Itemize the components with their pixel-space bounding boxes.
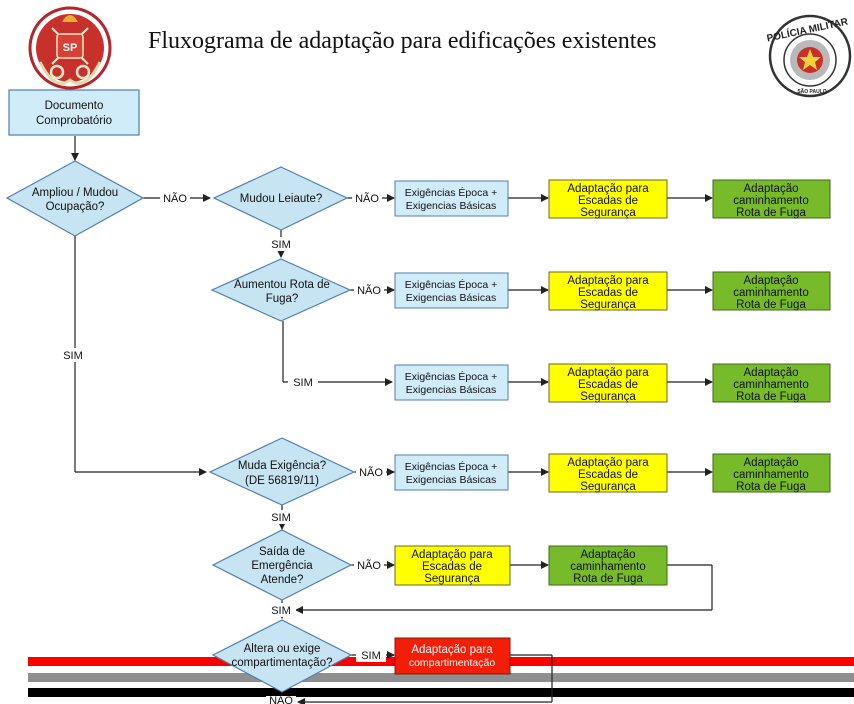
- box-compartimentacao: Adaptação para compartimentação: [394, 637, 511, 675]
- box-exigencias-4: Exigências Época + Exigencias Básicas: [394, 454, 509, 491]
- box-exigencias-3: Exigências Época + Exigencias Básicas: [394, 364, 509, 401]
- box-escadas-1: Adaptação para Escadas de Segurança: [548, 179, 668, 219]
- decision-text: Atende?: [261, 574, 304, 586]
- connector-labels: NÃO SIM NÃO SIM NÃO SIM NÃO SIM NÃO SIM …: [57, 191, 386, 704]
- box-text: Segurança: [580, 391, 636, 403]
- box-text: Escadas de: [578, 379, 638, 391]
- box-text: compartimentação: [409, 657, 496, 669]
- label-nao: NÃO: [269, 694, 293, 704]
- label-nao: NÃO: [355, 192, 379, 205]
- fire-brigade-logo: SP: [28, 6, 112, 90]
- box-text: Rota de Fuga: [736, 481, 806, 493]
- decision-text: compartimentação?: [232, 657, 333, 669]
- label-nao: NÃO: [357, 284, 381, 297]
- decision-text: Fuga?: [266, 293, 299, 305]
- box-text: Rota de Fuga: [573, 573, 643, 585]
- box-text: Rota de Fuga: [736, 391, 806, 403]
- label-sim: SIM: [293, 377, 313, 389]
- label-sim: SIM: [361, 650, 381, 662]
- box-text: Comprobatório: [36, 115, 112, 127]
- box-text: Adaptação para: [411, 549, 493, 561]
- box-text: Adaptação: [744, 183, 799, 195]
- box-rota-4: Adaptação caminhamento Rota de Fuga: [712, 453, 831, 493]
- box-rota-3: Adaptação caminhamento Rota de Fuga: [712, 363, 831, 403]
- box-text: Escadas de: [578, 469, 638, 481]
- label-nao: NÃO: [357, 559, 381, 572]
- box-escadas-5: Adaptação para Escadas de Segurança: [394, 545, 511, 586]
- label-nao: NÃO: [359, 466, 383, 479]
- decision-saida-emergencia: Saída de Emergência Atende?: [211, 529, 353, 601]
- box-text: Adaptação: [744, 275, 799, 287]
- decision-text: Muda Exigência?: [238, 460, 326, 472]
- box-text: Exigencias Básicas: [406, 200, 496, 212]
- decision-ampliou: Ampliou / Mudou Ocupação?: [5, 160, 145, 237]
- decision-text: Aumentou Rota de: [234, 279, 330, 291]
- decision-muda-exigencia: Muda Exigência? (DE 56819/11): [208, 437, 356, 506]
- box-text: caminhamento: [733, 287, 808, 299]
- box-text: Segurança: [580, 299, 636, 311]
- box-rota-2: Adaptação caminhamento Rota de Fuga: [712, 271, 831, 311]
- box-text: Adaptação: [744, 367, 799, 379]
- decision-text: Ocupação?: [46, 201, 105, 213]
- box-text: Escadas de: [578, 287, 638, 299]
- decision-text: Saída de: [259, 546, 305, 558]
- box-text: caminhamento: [570, 561, 645, 573]
- label-sim: SIM: [271, 512, 291, 524]
- box-text: Adaptação para: [567, 183, 649, 195]
- box-escadas-4: Adaptação para Escadas de Segurança: [548, 453, 668, 493]
- decision-text: Emergência: [251, 560, 313, 572]
- box-text: caminhamento: [733, 469, 808, 481]
- decision-text: (DE 56819/11): [245, 475, 319, 487]
- decision-text: Altera ou exige: [244, 643, 321, 655]
- military-police-logo: POLÍCIA MILITAR SÃO PAULO: [765, 14, 852, 98]
- box-text: Adaptação: [744, 457, 799, 469]
- box-exigencias-2: Exigências Época + Exigencias Básicas: [394, 272, 509, 309]
- logo-right-subtext: SÃO PAULO: [797, 88, 826, 95]
- box-text: caminhamento: [733, 195, 808, 207]
- box-documento: Documento Comprobatório: [8, 89, 140, 136]
- box-text: Rota de Fuga: [736, 207, 806, 219]
- logo-left-text: SP: [63, 42, 78, 54]
- box-text: Segurança: [580, 481, 636, 493]
- decision-text: Ampliou / Mudou: [32, 187, 118, 199]
- decision-mudou-leiaute: Mudou Leiaute?: [212, 166, 349, 231]
- label-sim: SIM: [63, 350, 83, 362]
- box-rota-5: Adaptação caminhamento Rota de Fuga: [548, 545, 668, 586]
- page-title: Fluxograma de adaptação para edificações…: [148, 28, 657, 54]
- box-text: Exigencias Básicas: [406, 474, 496, 486]
- stripe-gray: [28, 673, 854, 682]
- label-sim: SIM: [271, 605, 291, 617]
- box-text: Escadas de: [422, 561, 482, 573]
- box-text: Adaptação para: [411, 644, 493, 656]
- box-escadas-3: Adaptação para Escadas de Segurança: [548, 363, 668, 403]
- label-nao: NÃO: [163, 192, 187, 205]
- box-text: Exigencias Básicas: [406, 292, 496, 304]
- box-text: Escadas de: [578, 195, 638, 207]
- box-escadas-2: Adaptação para Escadas de Segurança: [548, 271, 668, 311]
- box-text: Segurança: [424, 573, 480, 585]
- connectors: [71, 136, 713, 704]
- box-text: Exigências Época +: [405, 370, 498, 383]
- box-text: Adaptação para: [567, 457, 649, 469]
- box-text: Rota de Fuga: [736, 299, 806, 311]
- box-text: Documento: [45, 100, 104, 112]
- box-text: Exigencias Básicas: [406, 384, 496, 396]
- decision-compartimentacao: Altera ou exige compartimentação?: [211, 619, 353, 693]
- box-text: Segurança: [580, 207, 636, 219]
- label-sim: SIM: [271, 239, 291, 251]
- box-text: Adaptação para: [567, 367, 649, 379]
- decision-aumentou-rota: Aumentou Rota de Fuga?: [210, 258, 352, 322]
- box-text: Adaptação para: [567, 275, 649, 287]
- decision-text: Mudou Leiaute?: [240, 193, 322, 205]
- box-exigencias-1: Exigências Época + Exigencias Básicas: [394, 180, 509, 217]
- box-text: Exigências Época +: [405, 278, 498, 291]
- box-text: Exigências Época +: [405, 460, 498, 473]
- stripe-black: [28, 688, 854, 697]
- box-text: Adaptação: [581, 549, 636, 561]
- box-rota-1: Adaptação caminhamento Rota de Fuga: [712, 179, 831, 219]
- box-text: Exigências Época +: [405, 186, 498, 199]
- box-text: caminhamento: [733, 379, 808, 391]
